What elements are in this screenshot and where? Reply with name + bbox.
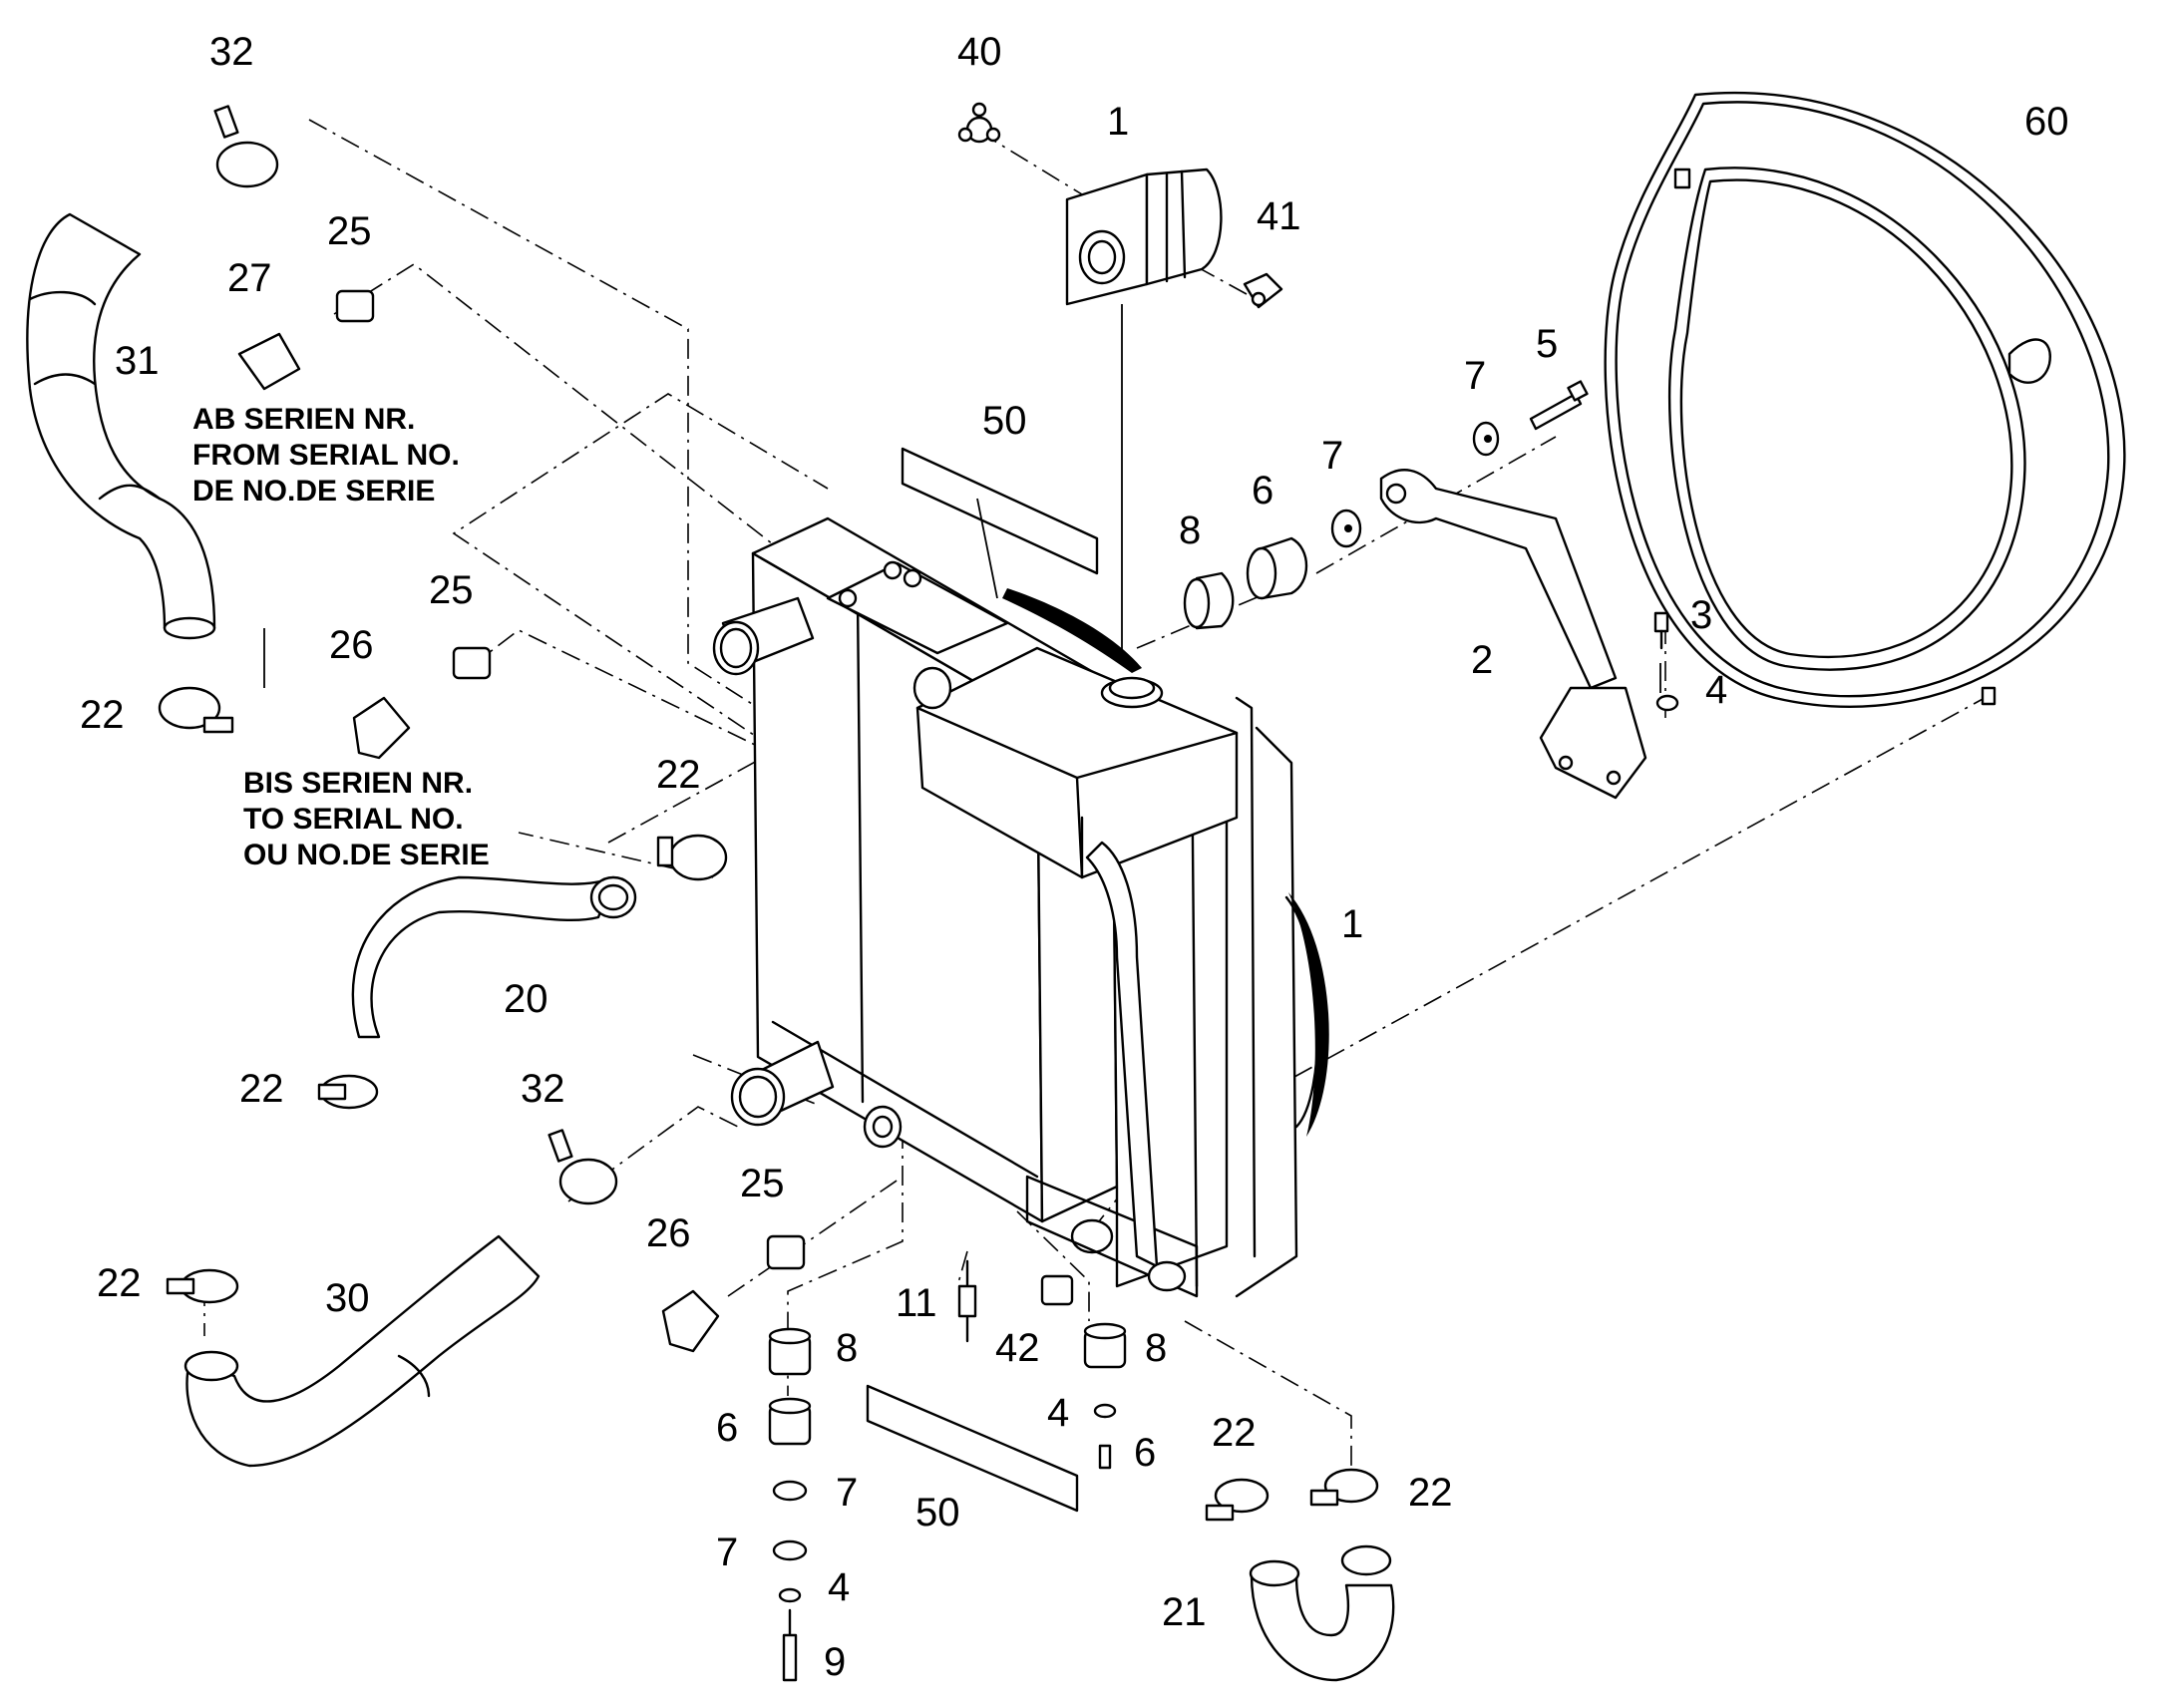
callout-22: 22 [239, 1067, 284, 1111]
callout-41: 41 [1257, 194, 1301, 238]
callout-22: 22 [656, 753, 701, 797]
clamps [158, 105, 1379, 1522]
upper-bracket [1183, 380, 1679, 800]
callout-8: 8 [836, 1326, 858, 1370]
lower-mounts [768, 447, 1127, 1682]
callout-25: 25 [429, 568, 474, 612]
callout-labels: 32 40 1 41 60 25 27 31 50 5 7 7 6 8 25 2… [80, 30, 2069, 1684]
note-line: FROM SERIAL NO. [192, 439, 460, 472]
callout-60: 60 [2024, 100, 2069, 144]
note-line: TO SERIAL NO. [243, 803, 464, 836]
serial-note-to: BIS SERIEN NR. TO SERIAL NO. OU NO.DE SE… [243, 767, 490, 871]
callout-21: 21 [1162, 1590, 1207, 1634]
callout-26: 26 [329, 623, 374, 667]
callout-20: 20 [504, 977, 548, 1021]
callout-1: 1 [1341, 902, 1363, 946]
callout-8: 8 [1145, 1326, 1167, 1370]
callout-26: 26 [646, 1211, 691, 1255]
callout-31: 31 [115, 339, 160, 383]
leader-lines [263, 498, 1661, 693]
callout-22: 22 [1408, 1471, 1453, 1515]
callout-9: 9 [824, 1640, 846, 1684]
callout-3: 3 [1690, 593, 1712, 637]
callout-7: 7 [1321, 434, 1343, 478]
radiator [712, 516, 1329, 1298]
note-line: OU NO.DE SERIE [243, 839, 490, 871]
callout-2: 2 [1471, 638, 1493, 682]
callout-6: 6 [1252, 469, 1273, 512]
callout-6: 6 [1134, 1431, 1156, 1475]
callout-25: 25 [327, 209, 372, 253]
pump-assembly [957, 102, 1283, 658]
hoses [26, 212, 1395, 1682]
fittings [237, 289, 1074, 1353]
callout-4: 4 [1705, 668, 1727, 712]
fan-shroud [1604, 92, 2126, 708]
callout-32: 32 [521, 1067, 565, 1111]
callout-4: 4 [828, 1565, 850, 1609]
callout-22: 22 [80, 693, 125, 737]
callout-25: 25 [740, 1162, 785, 1205]
callout-22: 22 [1212, 1411, 1257, 1455]
note-line: AB SERIEN NR. [192, 403, 415, 436]
callout-40: 40 [957, 30, 1002, 74]
callout-5: 5 [1536, 322, 1558, 366]
callout-42: 42 [995, 1326, 1040, 1370]
callout-4: 4 [1047, 1391, 1069, 1435]
callout-27: 27 [227, 256, 272, 300]
callout-6: 6 [716, 1406, 738, 1450]
serial-note-from: AB SERIEN NR. FROM SERIAL NO. DE NO.DE S… [192, 403, 460, 508]
note-line: DE NO.DE SERIE [192, 475, 435, 508]
callout-22: 22 [97, 1261, 142, 1305]
note-line: BIS SERIEN NR. [243, 767, 473, 800]
callout-8: 8 [1179, 509, 1201, 552]
callout-30: 30 [325, 1276, 370, 1320]
callout-32: 32 [209, 30, 254, 74]
callout-1: 1 [1107, 100, 1129, 144]
callout-50: 50 [982, 399, 1027, 443]
callout-7: 7 [716, 1531, 738, 1574]
callout-50: 50 [915, 1491, 960, 1535]
callout-11: 11 [896, 1281, 937, 1325]
callout-7: 7 [836, 1471, 858, 1515]
callout-7: 7 [1464, 354, 1486, 398]
